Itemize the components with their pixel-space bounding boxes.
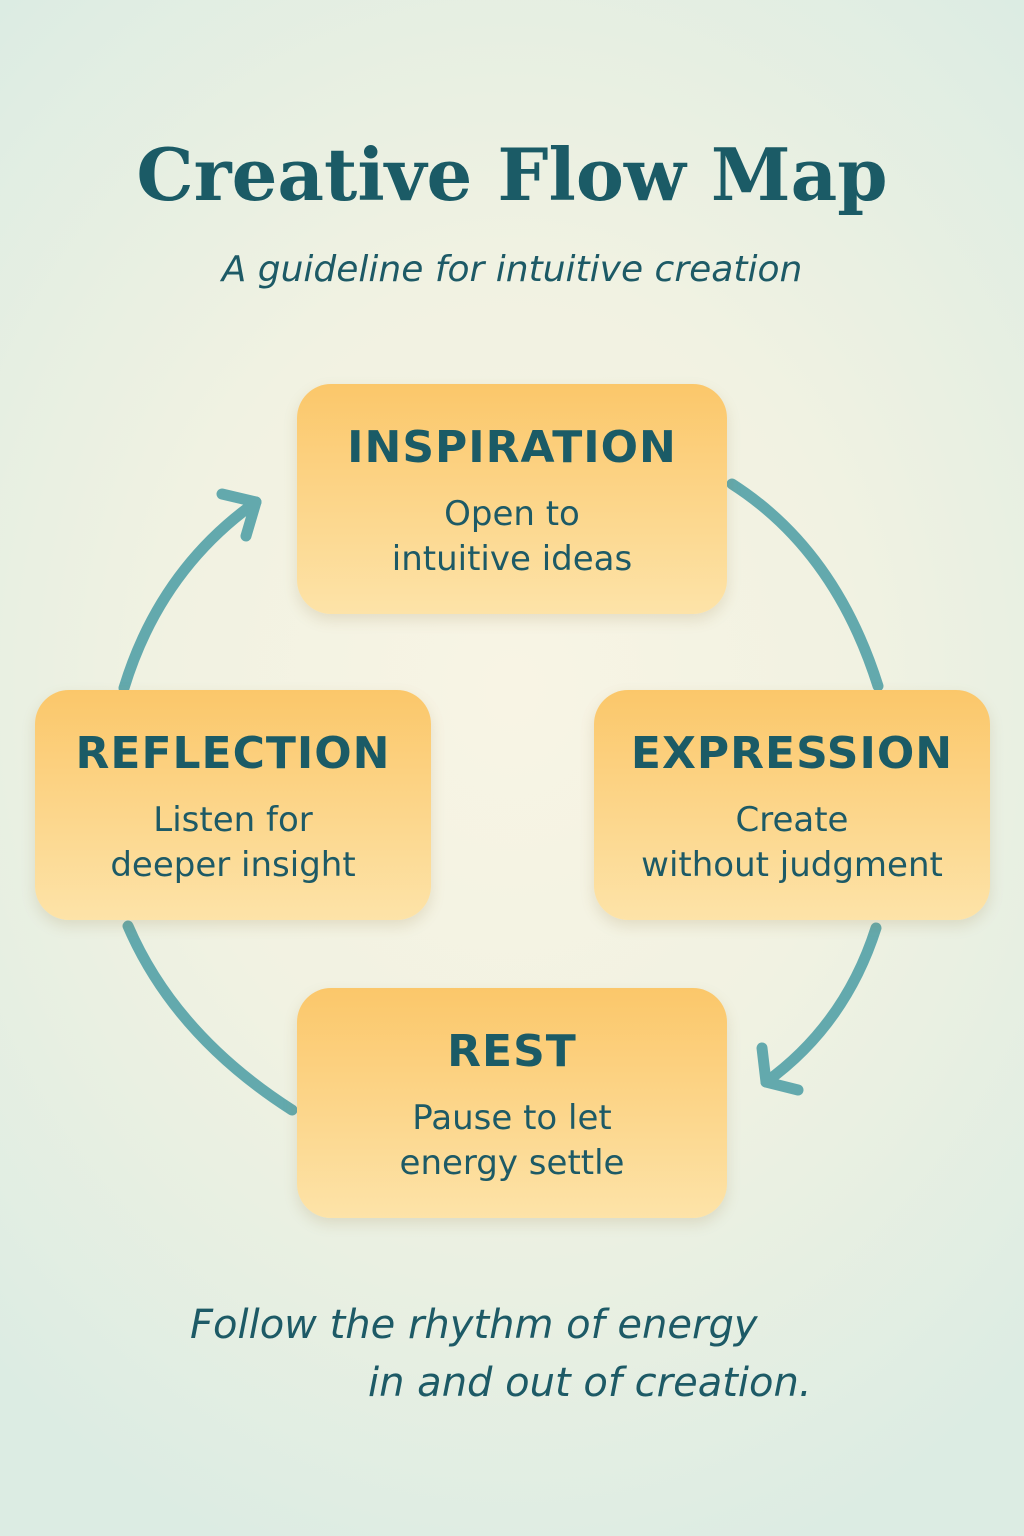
stage-reflection-description: Listen for deeper insight	[110, 800, 356, 885]
arrow-expression-to-rest	[760, 922, 882, 1088]
stage-expression-description: Create without judgment	[641, 800, 943, 885]
stage-inspiration-description: Open to intuitive ideas	[391, 494, 633, 579]
stage-reflection-name: REFLECTION	[75, 728, 391, 779]
stage-expression-name: EXPRESSION	[630, 728, 954, 779]
footer-line-2: in and out of creation.	[368, 1360, 812, 1406]
arrow-expression-to-rest-head	[756, 1042, 804, 1096]
footer-line-1: Follow the rhythm of energy	[190, 1302, 758, 1348]
footer-quote: Follow the rhythm of energy in and out o…	[0, 1296, 1024, 1412]
stage-inspiration-name: INSPIRATION	[347, 422, 677, 473]
arrow-reflection-to-inspiration-head	[216, 488, 262, 542]
stage-rest: REST Pause to let energy settle	[297, 988, 727, 1218]
stage-inspiration: INSPIRATION Open to intuitive ideas	[297, 384, 727, 614]
stage-rest-name: REST	[447, 1026, 577, 1077]
arrow-reflection-to-inspiration	[118, 496, 262, 694]
page-title: Creative Flow Map	[136, 132, 888, 217]
stage-expression: EXPRESSION Create without judgment	[594, 690, 990, 920]
stage-rest-description: Pause to let energy settle	[399, 1098, 625, 1183]
arrow-rest-to-reflection	[122, 920, 298, 1116]
stage-reflection: REFLECTION Listen for deeper insight	[35, 690, 431, 920]
arrow-inspiration-to-expression	[726, 478, 884, 692]
page-subtitle: A guideline for intuitive creation	[221, 249, 803, 290]
